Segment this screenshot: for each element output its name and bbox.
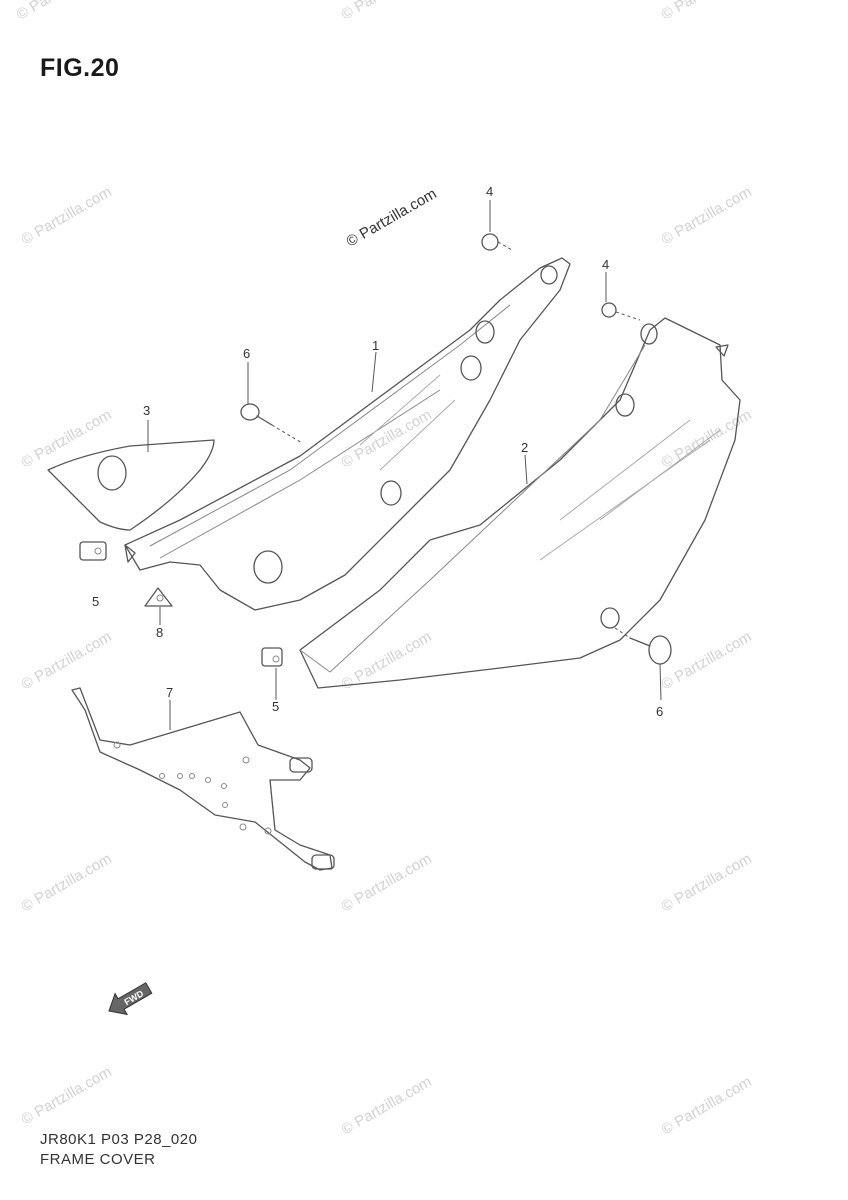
callout-part-4-right: 4 (602, 257, 609, 272)
watermark-text: © Partzilla.com (659, 628, 755, 693)
watermark-text: © Partzilla.com (339, 628, 435, 693)
callout-part-8: 8 (156, 625, 163, 640)
callout-part-7: 7 (166, 685, 173, 700)
figure-title: FIG.20 (40, 54, 120, 82)
watermark-text: © Partzilla.com (339, 850, 435, 915)
fwd-arrow-icon: FWD (108, 982, 153, 1016)
callout-part-4-left: 4 (486, 184, 493, 199)
watermark-text: © Partzilla.com (339, 1073, 435, 1138)
part-3-cover (47, 439, 215, 531)
watermark-text: © Partzilla.com (19, 183, 115, 248)
callout-part-5-center: 5 (272, 699, 279, 714)
center-watermark: © Partzilla.com (344, 185, 440, 250)
screw-6-left (240, 403, 303, 444)
model-code: JR80K1 P03 P28_020 (40, 1131, 198, 1148)
callout-part-5-left: 5 (92, 594, 99, 609)
callout-part-6-right: 6 (656, 704, 663, 719)
watermark-text: © Partzilla.com (339, 0, 435, 23)
callout-part-2: 2 (521, 440, 528, 455)
watermark-text: © Partzilla.com (19, 1063, 115, 1128)
part-1-frame-cover-left (124, 257, 571, 611)
leader-lines (147, 200, 662, 730)
part-2-frame-cover-right (299, 317, 741, 689)
callout-part-3: 3 (143, 403, 150, 418)
screw-6-right (614, 627, 672, 665)
watermark-text: © Partzilla.com (19, 850, 115, 915)
watermark-text: © Partzilla.com (659, 850, 755, 915)
watermark-text: © Partzilla.com (659, 183, 755, 248)
bolt-4-right (601, 302, 641, 321)
nut-5-left (79, 541, 107, 561)
watermark-text: © Partzilla.com (19, 628, 115, 693)
watermark-text: © Partzilla.com (659, 0, 755, 23)
nut-5-center (261, 647, 283, 667)
watermark-text: © Partzilla.com (14, 0, 110, 23)
part-7-bracket (71, 687, 335, 871)
watermark-text: © Partzilla.com (659, 406, 755, 471)
watermark-layer: © Partzilla.com © Partzilla.com © Partzi… (14, 0, 755, 1138)
watermark-text: © Partzilla.com (659, 1073, 755, 1138)
callout-part-1: 1 (372, 338, 379, 353)
bolt-4-left (481, 233, 513, 251)
section-name: FRAME COVER (40, 1151, 156, 1168)
clip-8 (144, 587, 173, 607)
callout-part-6-left: 6 (243, 346, 250, 361)
